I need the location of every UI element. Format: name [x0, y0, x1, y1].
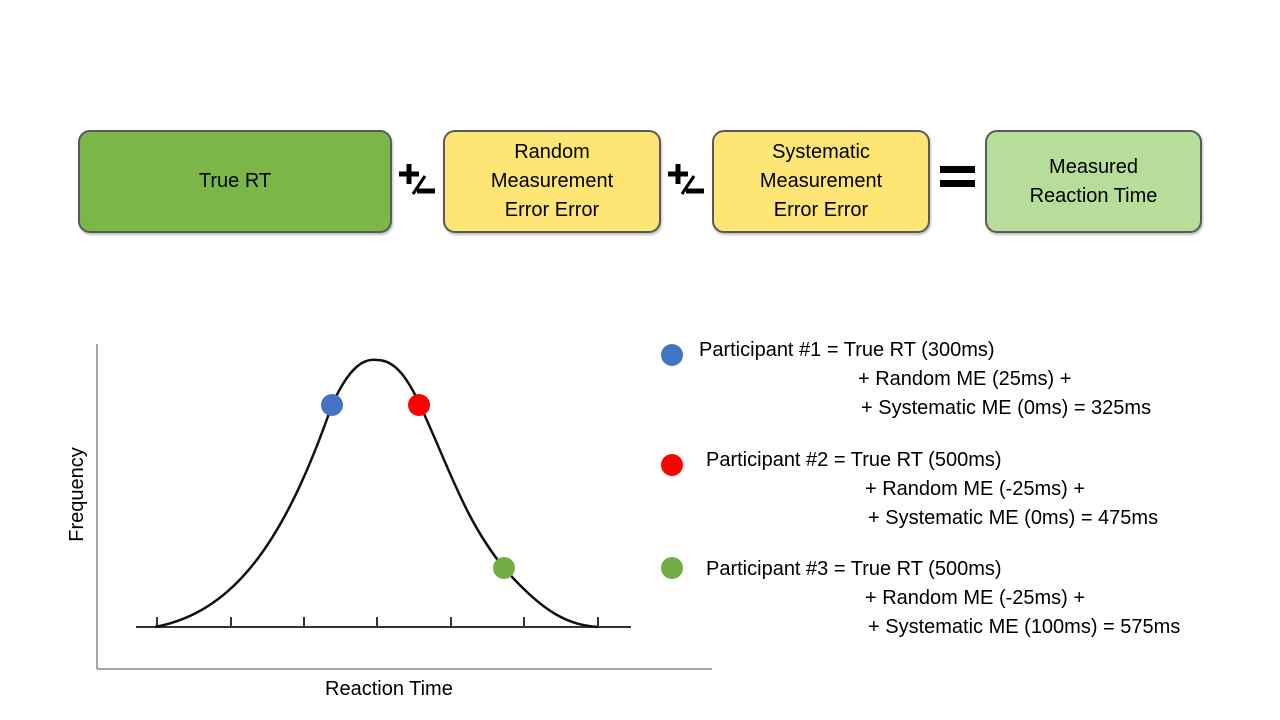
plus-minus-icon: [399, 164, 435, 195]
participant-3-point: [493, 557, 515, 579]
participant-3-line1: Participant #3 = True RT (500ms): [706, 558, 1002, 580]
participant-2-line2: + Random ME (-25ms) +: [865, 478, 1086, 500]
participant-2-line1: Participant #2 = True RT (500ms): [706, 449, 1002, 471]
systematic-error-box: Systematic Measurement Error Error: [712, 130, 930, 233]
participant-1-point: [321, 394, 343, 416]
participant-1-dot: [661, 344, 683, 366]
participant-3-line2: + Random ME (-25ms) +: [865, 587, 1086, 609]
participant-1-line1: Participant #1 = True RT (300ms): [699, 339, 995, 361]
participant-2-point: [408, 394, 430, 416]
y-axis-label: Frequency: [65, 447, 88, 542]
measured-rt-box: Measured Reaction Time: [985, 130, 1202, 233]
participant-1-line2: + Random ME (25ms) +: [858, 368, 1072, 390]
participant-3-dot: [661, 557, 683, 579]
participant-2-line3: + Systematic ME (0ms) = 475ms: [868, 507, 1159, 529]
random-error-box: Random Measurement Error Error: [443, 130, 661, 233]
participant-1-line3: + Systematic ME (0ms) = 325ms: [861, 397, 1152, 419]
x-axis-label: Reaction Time: [325, 678, 453, 700]
equals-icon: [940, 166, 975, 187]
tick-marks: [156, 617, 599, 627]
participant-2-dot: [661, 454, 683, 476]
plus-minus-icon: [668, 164, 704, 195]
participant-3-line3: + Systematic ME (100ms) = 575ms: [868, 616, 1181, 638]
true-rt-box: True RT: [78, 130, 392, 233]
normal-curve: [154, 358, 599, 629]
